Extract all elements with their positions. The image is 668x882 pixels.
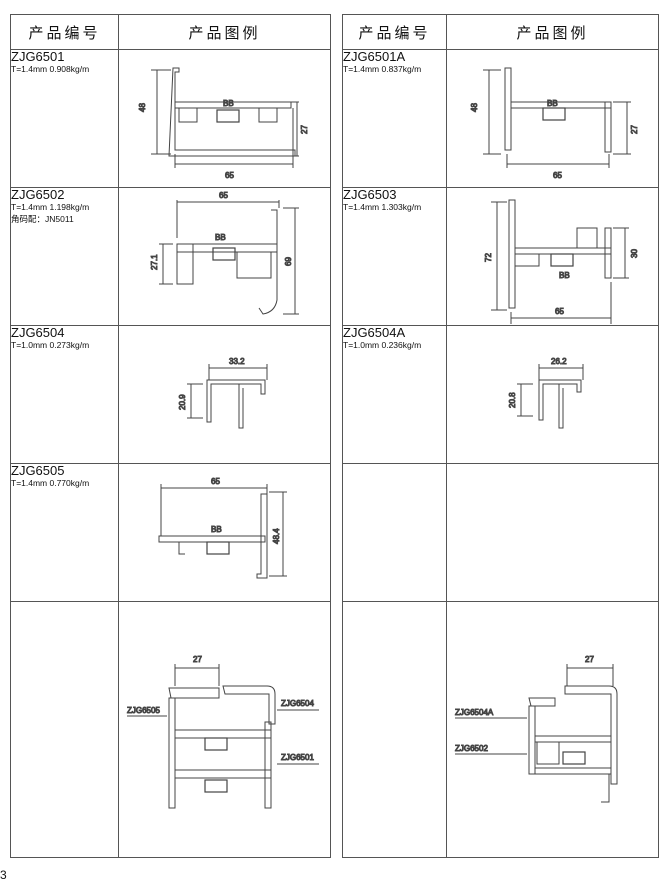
product-cell-6504: ZJG6504 T=1.0mm 0.273kg/m bbox=[10, 325, 119, 464]
material-mark: BB bbox=[215, 233, 226, 242]
product-spec: T=1.4mm 1.198kg/m bbox=[11, 202, 90, 212]
dim-label: 65 bbox=[225, 171, 234, 180]
material-mark: BB bbox=[547, 99, 558, 108]
product-spec: T=1.4mm 0.770kg/m bbox=[11, 478, 90, 488]
figure-cell-6502: 65 27.1 69 BB bbox=[118, 187, 331, 326]
callout-label: ZJG6501 bbox=[281, 753, 314, 762]
product-note: 角码配：JN5011 bbox=[11, 214, 74, 224]
column-header-figure: 产品图例 bbox=[118, 14, 331, 50]
figure-cell-6501a: 48 27 65 BB bbox=[446, 49, 659, 188]
product-cell-6505: ZJG6505 T=1.4mm 0.770kg/m bbox=[10, 463, 119, 602]
dim-label: 27 bbox=[193, 655, 202, 664]
page-number: 3 bbox=[0, 868, 7, 882]
product-code: ZJG6504 bbox=[11, 325, 65, 340]
material-mark: BB bbox=[211, 525, 222, 534]
column-header-code: 产品编号 bbox=[10, 14, 119, 50]
dim-label: 27 bbox=[300, 125, 309, 134]
product-spec: T=1.4mm 0.837kg/m bbox=[343, 64, 422, 74]
assembly-cell-right: 27 ZJG6504A ZJG6502 bbox=[446, 601, 659, 858]
product-spec: T=1.0mm 0.273kg/m bbox=[11, 340, 90, 350]
callout-label: ZJG6502 bbox=[455, 744, 488, 753]
product-cell-6504a: ZJG6504A T=1.0mm 0.236kg/m bbox=[342, 325, 447, 464]
figure-cell-6501: 48 27 65 BB bbox=[118, 49, 331, 188]
product-cell-6502: ZJG6502 T=1.4mm 1.198kg/m 角码配：JN5011 bbox=[10, 187, 119, 326]
dim-label: 33.2 bbox=[229, 357, 245, 366]
dim-label: 27 bbox=[630, 125, 639, 134]
callout-label: ZJG6504A bbox=[455, 708, 494, 717]
material-mark: BB bbox=[223, 99, 234, 108]
column-header-code: 产品编号 bbox=[342, 14, 447, 50]
product-cell-6503: ZJG6503 T=1.4mm 1.303kg/m bbox=[342, 187, 447, 326]
left-product-table: 产品编号 产品图例 ZJG6501 T=1.4mm 0.908kg/m bbox=[10, 14, 331, 858]
dim-label: 30 bbox=[630, 249, 639, 258]
product-spec: T=1.4mm 0.908kg/m bbox=[11, 64, 90, 74]
dim-label: 65 bbox=[553, 171, 562, 180]
dim-label: 26.2 bbox=[551, 357, 567, 366]
figure-cell-6503: 72 30 65 BB bbox=[446, 187, 659, 326]
figure-cell-6505: 65 48.4 BB bbox=[118, 463, 331, 602]
product-cell-6501a: ZJG6501A T=1.4mm 0.837kg/m bbox=[342, 49, 447, 188]
dim-label: 48 bbox=[470, 103, 479, 112]
product-code: ZJG6501A bbox=[343, 49, 406, 64]
empty-code-cell bbox=[10, 601, 119, 858]
empty-figure-cell bbox=[446, 463, 659, 602]
dim-label: 48.4 bbox=[272, 528, 281, 544]
product-code: ZJG6505 bbox=[11, 463, 65, 478]
dim-label: 65 bbox=[555, 307, 564, 316]
dim-label: 69 bbox=[284, 257, 293, 266]
product-code: ZJG6501 bbox=[11, 49, 65, 64]
product-cell-6501: ZJG6501 T=1.4mm 0.908kg/m bbox=[10, 49, 119, 188]
product-code: ZJG6503 bbox=[343, 187, 397, 202]
dim-label: 27 bbox=[585, 655, 594, 664]
right-product-table: 产品编号 产品图例 ZJG6501A T=1.4mm 0.837kg/m bbox=[342, 14, 659, 858]
product-code: ZJG6502 bbox=[11, 187, 65, 202]
empty-code-cell bbox=[342, 601, 447, 858]
dim-label: 20.8 bbox=[508, 392, 517, 408]
dim-label: 72 bbox=[484, 253, 493, 262]
material-mark: BB bbox=[559, 271, 570, 280]
dim-label: 48 bbox=[138, 103, 147, 112]
product-spec: T=1.0mm 0.236kg/m bbox=[343, 340, 422, 350]
empty-code-cell bbox=[342, 463, 447, 602]
callout-label: ZJG6504 bbox=[281, 699, 314, 708]
dim-label: 65 bbox=[219, 191, 228, 200]
column-header-figure: 产品图例 bbox=[446, 14, 659, 50]
callout-label: ZJG6505 bbox=[127, 706, 160, 715]
dim-label: 65 bbox=[211, 477, 220, 486]
product-code: ZJG6504A bbox=[343, 325, 406, 340]
figure-cell-6504a: 26.2 20.8 bbox=[446, 325, 659, 464]
product-spec: T=1.4mm 1.303kg/m bbox=[343, 202, 422, 212]
dim-label: 27.1 bbox=[150, 254, 159, 270]
figure-cell-6504: 33.2 20.9 bbox=[118, 325, 331, 464]
dim-label: 20.9 bbox=[178, 394, 187, 410]
assembly-cell-left: 27 ZJG6505 ZJG6504 ZJG6501 bbox=[118, 601, 331, 858]
